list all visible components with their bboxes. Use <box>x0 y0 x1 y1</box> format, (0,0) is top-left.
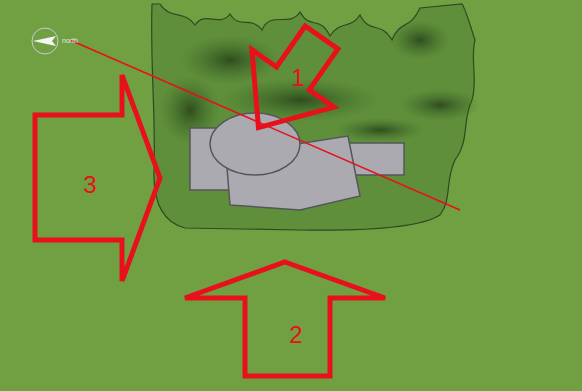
callout-number: 3 <box>83 173 96 197</box>
arrow-outline <box>180 258 390 381</box>
arrow-shape <box>217 9 362 156</box>
view-arrow: 3 <box>30 72 165 284</box>
arrow-shape <box>35 75 160 281</box>
arrow-outline <box>200 20 380 145</box>
callout-number: 2 <box>289 323 302 347</box>
view-arrow: 2 <box>180 258 390 381</box>
building <box>190 113 404 210</box>
view-arrow: 1 <box>200 20 380 145</box>
arrow-outline <box>30 72 165 284</box>
north-arrow <box>32 28 58 54</box>
callout-number: 1 <box>291 66 304 90</box>
compass-label: north <box>62 37 78 44</box>
arrow-shape <box>185 262 385 376</box>
